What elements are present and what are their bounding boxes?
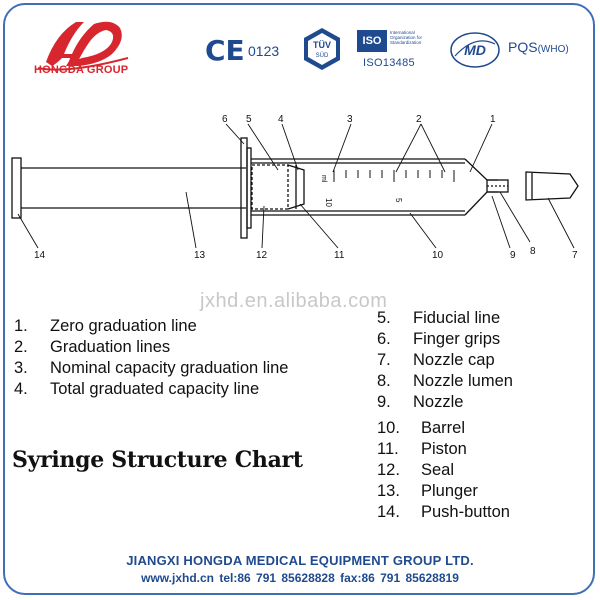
- callout-13: 13: [194, 250, 206, 261]
- nozzle-cap-shape: [525, 171, 579, 201]
- legend-num: 11.: [377, 440, 399, 458]
- callout-1: 1: [490, 114, 496, 125]
- tuv-top-text: TÜV: [313, 40, 331, 50]
- legend-num: 1.: [14, 317, 28, 335]
- legend-label: Piston: [421, 440, 467, 458]
- legend-label: Nozzle lumen: [413, 372, 513, 390]
- tuv-sud-badge-icon: TÜV SÜD: [304, 28, 340, 70]
- legend-num: 4.: [14, 380, 28, 398]
- legend-item: 1. Zero graduation line: [14, 316, 288, 337]
- callout-7: 7: [572, 250, 578, 261]
- legend-right-a: 5. Fiducial line 6. Finger grips 7. Nozzle …: [377, 308, 513, 413]
- legend-item: 5. Fiducial line: [377, 308, 513, 329]
- callout-8: 8: [530, 246, 536, 257]
- seal-shape: [251, 164, 289, 210]
- legend-label: Push-button: [421, 503, 510, 521]
- push-button-shape: [11, 157, 22, 219]
- iso-number: ISO13485: [363, 57, 415, 69]
- legend-num: 14.: [377, 503, 400, 521]
- legend-left: 1. Zero graduation line 2. Graduation line…: [14, 316, 288, 400]
- ml-label: ml: [320, 175, 327, 183]
- footer-contact: www.jxhd.cn tel:86 791 85628828 fax:86 7…: [141, 571, 459, 585]
- watermark: jxhd.en.alibaba.com: [200, 290, 388, 312]
- tuv-bottom-text: SÜD: [316, 52, 329, 59]
- legend-num: 9.: [377, 393, 391, 411]
- legend-label: Plunger: [421, 482, 478, 500]
- callout-4: 4: [278, 114, 284, 125]
- callout-3: 3: [347, 114, 353, 125]
- iso-box: ISO: [357, 30, 387, 52]
- md-text: MD: [464, 42, 486, 58]
- legend-num: 3.: [14, 359, 28, 377]
- legend-label: Nozzle: [413, 393, 464, 411]
- callout-leaders: [17, 123, 575, 249]
- legend-label: Graduation lines: [50, 338, 171, 356]
- legend-item: 9. Nozzle: [377, 392, 513, 413]
- legend-label: Seal: [421, 461, 455, 479]
- legend-num: 6.: [377, 330, 391, 348]
- legend-num: 8.: [377, 372, 391, 390]
- legend-label: Nominal capacity graduation line: [50, 359, 289, 377]
- legend-item: 12. Seal: [377, 460, 510, 481]
- callout-10: 10: [432, 250, 444, 261]
- pqs-text: PQS: [508, 39, 538, 55]
- scale-mark-10: 10: [324, 198, 333, 207]
- legend-label: Total graduated capacity line: [50, 380, 260, 398]
- legend-label: Barrel: [421, 419, 466, 437]
- card-frame: [3, 3, 595, 595]
- iso-org-text: International Organization for Standardi…: [390, 30, 423, 46]
- scale-mark-5: 5: [394, 198, 403, 203]
- legend-item: 4. Total graduated capacity line: [14, 379, 288, 400]
- callout-6: 6: [222, 114, 228, 125]
- legend-item: 10. Barrel: [377, 418, 510, 439]
- iso-badge: ISO International Organization for Stand…: [357, 30, 439, 70]
- legend-item: 3. Nominal capacity graduation line: [14, 358, 288, 379]
- brand-name: HONGDA GROUP: [34, 64, 129, 76]
- ce-mark: CE: [205, 33, 245, 67]
- barrel-taper-bottom: [464, 191, 498, 216]
- pqs-suffix: (WHO): [537, 44, 569, 55]
- callout-12: 12: [256, 250, 268, 261]
- footer-company: JIANGXI HONGDA MEDICAL EQUIPMENT GROUP L…: [126, 553, 474, 568]
- chart-title: Syringe Structure Chart: [12, 447, 303, 473]
- md-logo-icon: MD: [450, 32, 500, 68]
- legend-label: Fiducial line: [413, 309, 501, 327]
- legend-item: 14. Push-button: [377, 502, 510, 523]
- callout-5: 5: [246, 114, 252, 125]
- legend-item: 7. Nozzle cap: [377, 350, 513, 371]
- finger-grip-inner: [246, 147, 252, 229]
- legend-item: 11. Piston: [377, 439, 510, 460]
- legend-num: 2.: [14, 338, 28, 356]
- legend-item: 8. Nozzle lumen: [377, 371, 513, 392]
- pqs-label: PQS(WHO): [508, 39, 569, 55]
- legend-num: 12.: [377, 461, 400, 479]
- legend-num: 7.: [377, 351, 391, 369]
- finger-grip-shape: [240, 137, 248, 239]
- legend-label: Finger grips: [413, 330, 501, 348]
- legend-num: 10.: [377, 419, 400, 437]
- legend-label: Nozzle cap: [413, 351, 495, 369]
- legend-label: Zero graduation line: [50, 317, 197, 335]
- callout-11: 11: [334, 250, 345, 261]
- callout-14: 14: [34, 250, 46, 261]
- hongda-logo-icon: [37, 21, 129, 71]
- callout-9: 9: [510, 250, 516, 261]
- barrel-taper-top: [464, 158, 498, 181]
- legend-item: 6. Finger grips: [377, 329, 513, 350]
- syringe-diagram: 10 5 ml 1 2 3 4 5 6 7 8 9 10 11 12 13 14: [11, 114, 579, 261]
- legend-num: 5.: [377, 309, 391, 327]
- legend-right-b: 10. Barrel 11. Piston 12. Seal 13. Plunger 1…: [377, 418, 510, 523]
- graduation-lines: [333, 170, 455, 182]
- callout-2: 2: [416, 114, 422, 125]
- ce-number: 0123: [248, 43, 280, 59]
- legend-num: 13.: [377, 482, 400, 500]
- legend-item: 13. Plunger: [377, 481, 510, 502]
- legend-item: 2. Graduation lines: [14, 337, 288, 358]
